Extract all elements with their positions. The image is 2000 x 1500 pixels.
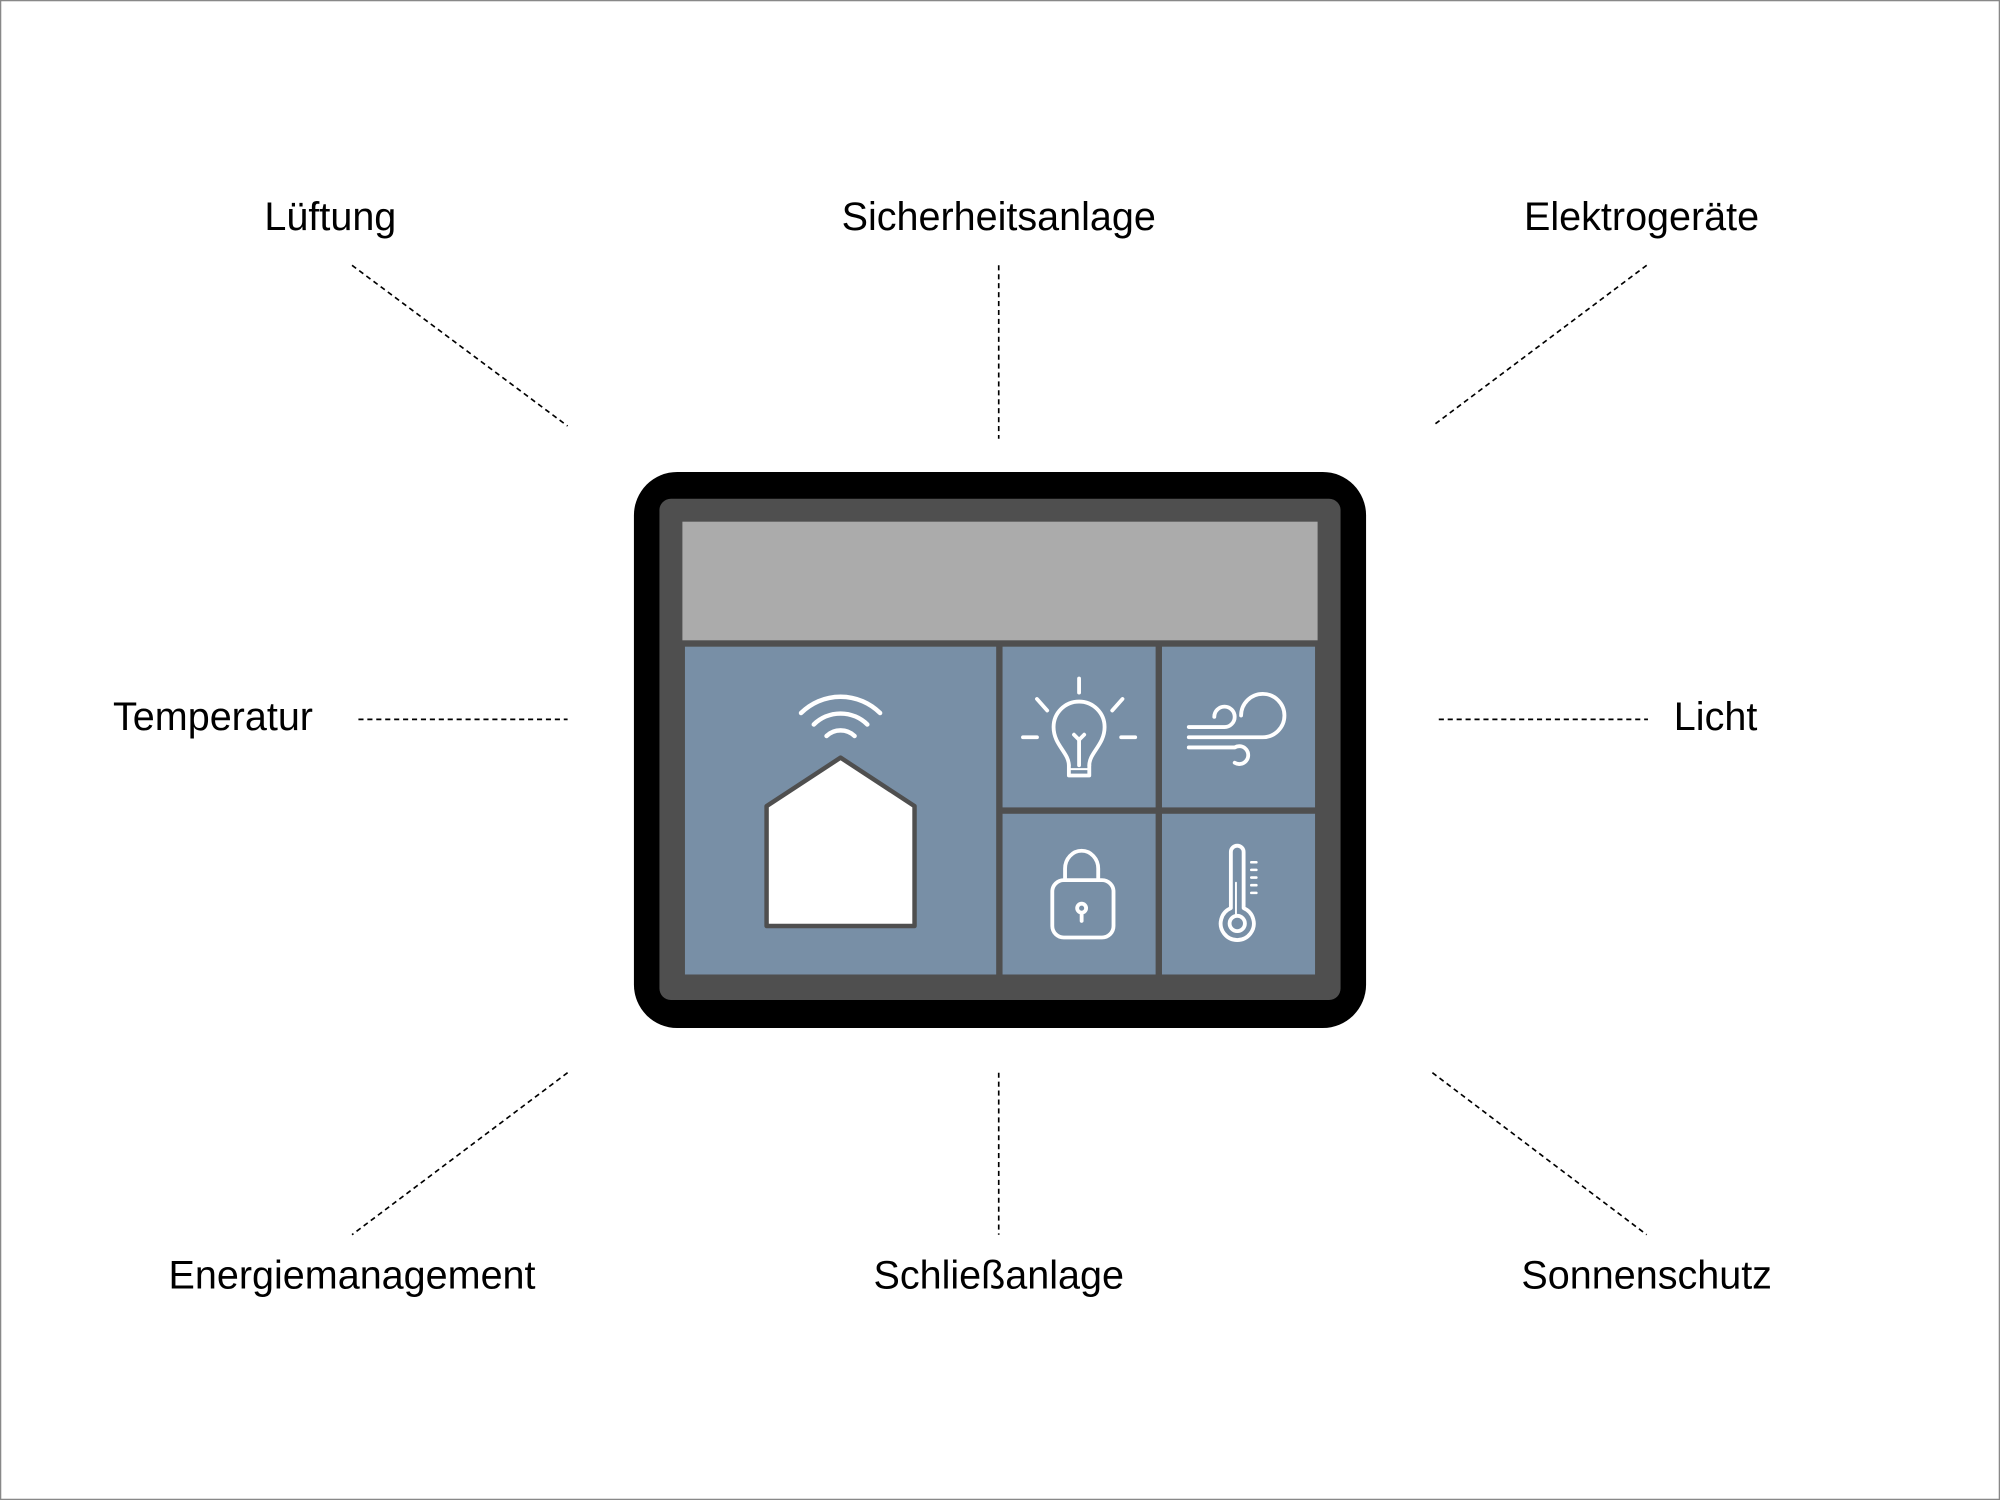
- connector-lueftung: [351, 264, 569, 427]
- status-bar: [682, 521, 1318, 641]
- tile-temperature: [1161, 813, 1316, 975]
- lock-icon: [1050, 848, 1116, 940]
- label-sonnenschutz: Sonnenschutz: [1521, 1253, 1772, 1297]
- wind-icon: [1186, 691, 1287, 766]
- tile-lock: [1002, 813, 1156, 975]
- connector-sonnenschutz: [1431, 1072, 1648, 1236]
- connector-elektrogeraete: [1431, 264, 1648, 427]
- tile-light: [1002, 646, 1156, 808]
- connector-energiemanagement: [351, 1072, 569, 1236]
- control-panel-device: [633, 471, 1367, 1029]
- wifi-icon: [798, 694, 883, 739]
- label-elektrogeraete: Elektrogeräte: [1524, 195, 1759, 239]
- label-temperatur: Temperatur: [113, 695, 313, 739]
- label-energiemanagement: Energiemanagement: [169, 1253, 536, 1297]
- label-licht: Licht: [1674, 695, 1758, 739]
- tile-ventilation: [1161, 646, 1316, 808]
- label-lueftung: Lüftung: [264, 195, 396, 239]
- lightbulb-icon: [1021, 676, 1138, 778]
- house-icon: [764, 755, 917, 929]
- label-schliessanlage: Schließanlage: [873, 1253, 1124, 1297]
- thermometer-icon: [1218, 843, 1258, 942]
- smart-home-icon: [764, 694, 917, 929]
- label-sicherheitsanlage: Sicherheitsanlage: [842, 195, 1156, 239]
